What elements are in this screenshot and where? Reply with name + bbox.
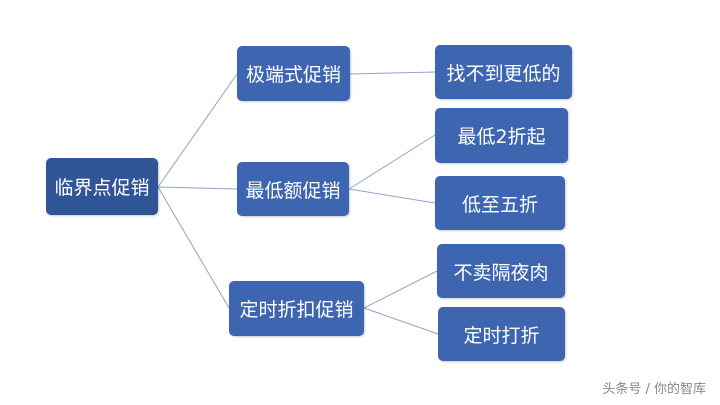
connector xyxy=(157,186,238,190)
connector xyxy=(363,270,438,309)
connector xyxy=(348,134,436,190)
node-extreme-promo: 极端式促销 xyxy=(237,46,350,101)
node-min-amount-promo: 最低额促销 xyxy=(237,162,349,216)
leaf-node: 定时打折 xyxy=(438,307,565,361)
connector xyxy=(157,186,230,309)
leaf-node: 不卖隔夜肉 xyxy=(437,244,565,298)
connector xyxy=(348,188,436,204)
watermark: 头条号 / 你的智库 xyxy=(602,382,706,397)
leaf-node: 低至五折 xyxy=(435,176,565,230)
connector xyxy=(349,71,436,75)
connector xyxy=(157,73,238,188)
leaf-node: 找不到更低的 xyxy=(435,45,572,99)
connector xyxy=(363,307,439,335)
leaf-node: 最低2折起 xyxy=(435,108,568,163)
root-node: 临界点促销 xyxy=(46,158,158,215)
node-timed-discount-promo: 定时折扣促销 xyxy=(229,281,364,336)
